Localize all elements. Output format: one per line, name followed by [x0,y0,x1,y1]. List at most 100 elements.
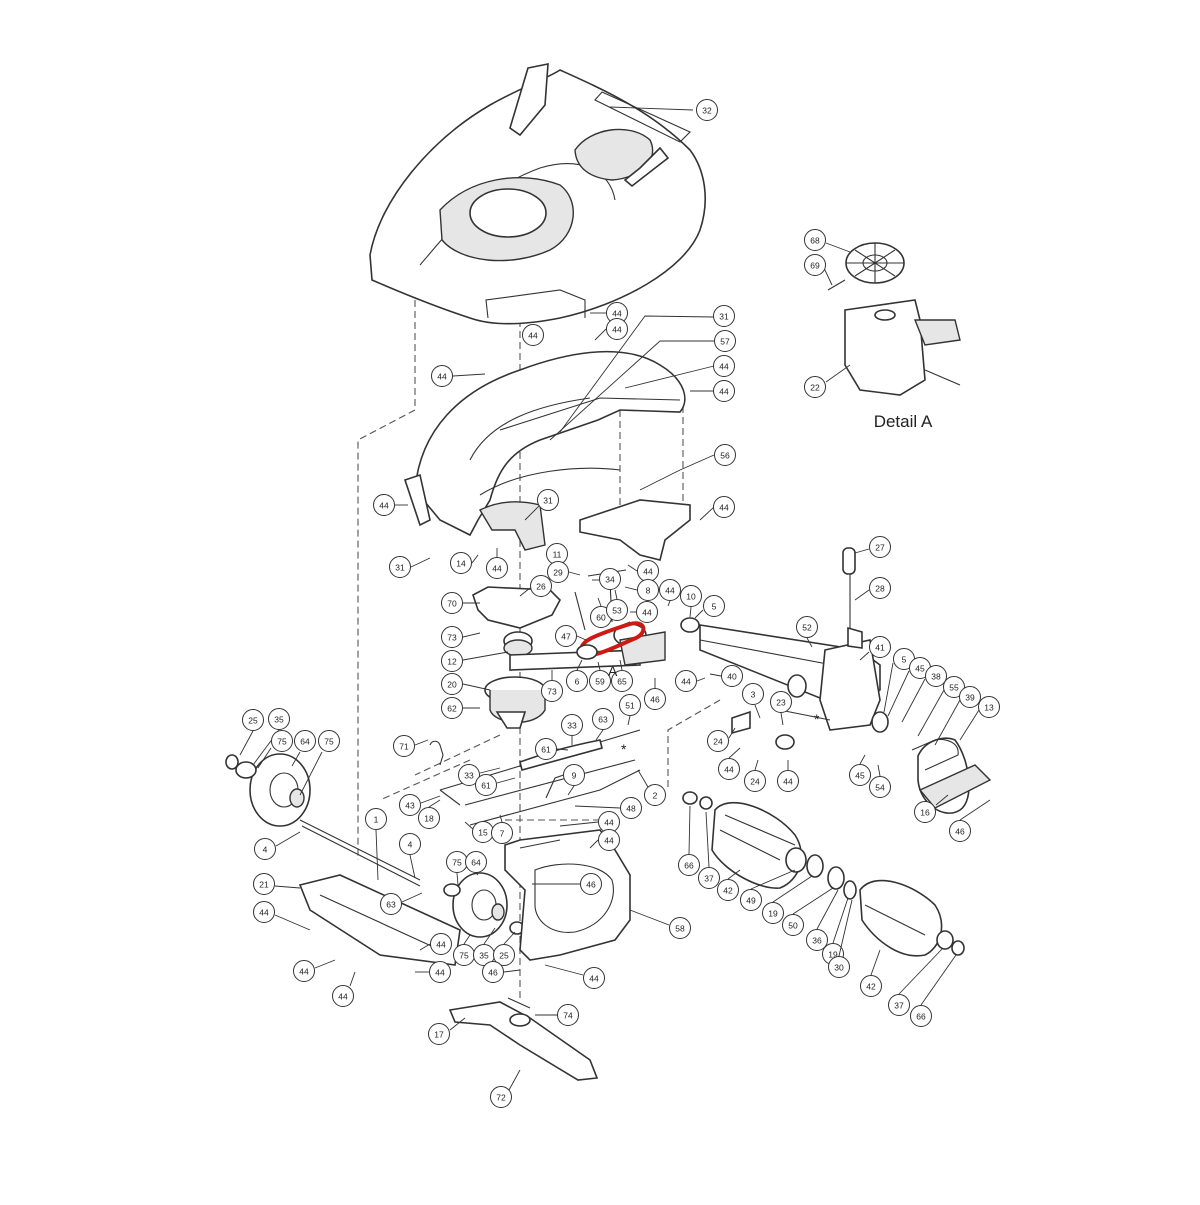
part-callout-16: 16 [914,801,936,823]
callout-bubble [806,929,828,951]
callout-number: 44 [612,325,622,335]
callout-number: 44 [783,777,793,787]
part-callout-44: 44 [253,901,275,923]
callout-bubble [393,735,415,757]
callout-leader-line [471,554,479,564]
callout-leader-line [274,885,301,889]
part-callout-44: 44 [293,960,315,982]
callout-number: 12 [447,657,457,667]
part-callout-70: 70 [441,592,463,614]
callout-leader-line [462,683,491,691]
callout-leader-line [699,506,715,521]
callout-leader-line [428,799,441,808]
callout-bubble [598,829,620,851]
part-callout-1: 1 [365,808,387,830]
callout-bubble [589,670,611,692]
part-callout-48: 48 [620,797,642,819]
callout-leader-line [832,897,849,944]
part-callout-18: 18 [418,807,440,829]
callout-bubble [703,595,725,617]
part-callout-54: 54 [869,776,891,798]
callout-number: 31 [543,496,553,506]
callout-bubble [486,557,508,579]
callout-number: 44 [665,586,675,596]
part-callout-6: 6 [566,670,588,692]
callout-bubble [399,833,421,855]
part-callout-29: 29 [547,561,569,583]
callout-bubble [869,536,891,558]
part-callout-44: 44 [636,601,658,623]
part-callout-36: 36 [806,929,828,951]
callout-number: 24 [713,737,723,747]
callout-bubble [636,601,658,623]
part-callout-44: 44 [713,355,735,377]
callout-leader-line [780,712,784,726]
callout-leader-line [519,587,531,597]
callout-leader-line [567,785,575,796]
part-callout-33: 33 [561,714,583,736]
callout-number: 55 [949,683,959,693]
rear-rollers [682,791,965,957]
callout-bubble [762,902,784,924]
callout-number: 29 [553,568,563,578]
callout-leader-line [475,872,479,876]
callout-number: 7 [500,829,505,839]
callout-number: 46 [650,695,660,705]
part-callout-33: 33 [458,764,480,786]
callout-leader-line [483,927,496,945]
callout-bubble [599,568,621,590]
callout-number: 2 [653,791,658,801]
callout-leader-line [349,971,356,987]
part-callout-61: 61 [535,738,557,760]
part-callout-19: 19 [762,902,784,924]
part-callout-44: 44 [637,560,659,582]
part-callout-20: 20 [441,673,463,695]
callout-leader-line [859,754,866,765]
callout-number: 59 [595,677,605,687]
callout-leader-line [806,637,813,648]
callout-bubble [431,365,453,387]
part-callout-62: 62 [441,697,463,719]
callout-bubble [418,807,440,829]
callout-bubble [860,975,882,997]
callout-leader-line [274,914,311,931]
callout-bubble [637,579,659,601]
callout-bubble [535,738,557,760]
callout-bubble [742,683,764,705]
part-callout-64: 64 [294,730,316,752]
callout-bubble [770,691,792,713]
callout-number: 44 [299,967,309,977]
callout-bubble [580,873,602,895]
callout-number: 14 [456,559,466,569]
callout-bubble [606,318,628,340]
callout-number: 10 [686,592,696,602]
detail-a-marker: A [608,663,618,679]
callout-number: 34 [605,575,615,585]
callout-bubble [943,676,965,698]
callout-leader-line [887,670,910,717]
part-callout-44: 44 [430,933,452,955]
callout-number: 21 [259,880,269,890]
part-callout-44: 44 [606,318,628,340]
callout-leader-line [589,839,599,849]
callout-number: 3 [751,690,756,700]
part-callout-4: 4 [399,833,421,855]
callout-leader-line [870,949,881,976]
callout-number: 44 [724,765,734,775]
part-callout-71: 71 [393,735,415,757]
callout-number: 33 [464,771,474,781]
callout-bubble [644,784,666,806]
callout-leader-line [709,673,722,677]
callout-bubble [429,961,451,983]
callout-leader-line [463,934,471,945]
callout-number: 9 [572,771,577,781]
callout-bubble [253,901,275,923]
callout-bubble [428,1023,450,1045]
callout-leader-line [667,600,671,607]
callout-number: 13 [984,703,994,713]
callout-bubble [450,552,472,574]
callout-number: 58 [675,924,685,934]
callout-leader-line [594,328,607,341]
part-callout-44: 44 [777,770,799,792]
callout-number: 37 [704,874,714,884]
